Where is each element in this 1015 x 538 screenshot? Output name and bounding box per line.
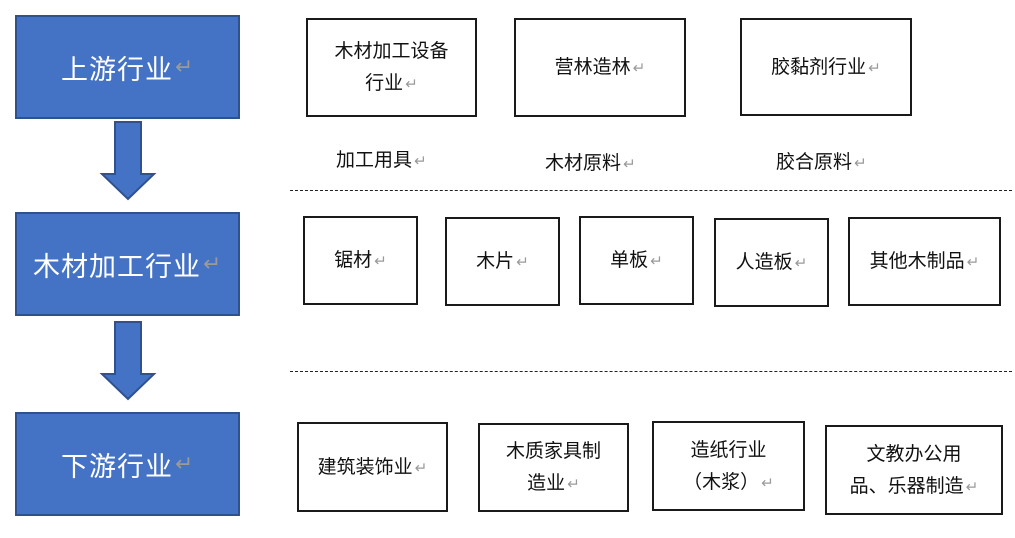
box-text: 其他木制品 — [869, 250, 965, 272]
box-text: 营林造林 — [554, 56, 631, 78]
stage-processing-label: 木材加工行业 — [32, 251, 201, 283]
box-forestry: 营林造林↵ — [514, 18, 686, 117]
label-text: 木材原料 — [545, 152, 622, 174]
box-text: 造业 — [527, 472, 566, 494]
box-wood-processing-equipment: 木材加工设备行业↵ — [306, 18, 477, 117]
box-text: （木浆） — [683, 470, 760, 493]
box-text: 行业 — [365, 72, 404, 94]
box-text: 人造板 — [735, 251, 793, 273]
box-other-wood-products: 其他木制品↵ — [848, 217, 1001, 306]
paragraph-mark: ↵ — [567, 475, 580, 493]
paragraph-mark: ↵ — [516, 253, 529, 271]
paragraph-mark: ↵ — [174, 54, 195, 80]
box-sawn-timber: 锯材↵ — [303, 216, 418, 305]
box-text: 单板 — [610, 249, 649, 271]
label-text: 胶合原料 — [776, 151, 853, 173]
paragraph-mark: ↵ — [414, 152, 427, 170]
paragraph-mark: ↵ — [623, 155, 636, 173]
paragraph-mark: ↵ — [202, 251, 223, 277]
paragraph-mark: ↵ — [854, 154, 867, 172]
box-text: 胶黏剂行业 — [771, 55, 867, 78]
box-text: 木片 — [476, 250, 515, 272]
stage-upstream: 上游行业↵ — [15, 15, 240, 119]
paragraph-mark: ↵ — [414, 458, 428, 477]
box-veneer: 单板↵ — [579, 216, 694, 305]
label-processing-tools: 加工用具↵ — [336, 145, 427, 172]
label-glue-material: 胶合原料↵ — [776, 147, 867, 174]
paragraph-mark: ↵ — [174, 451, 195, 477]
box-paper-making: 造纸行业 （木浆）↵ — [652, 421, 805, 511]
paragraph-mark: ↵ — [761, 473, 774, 492]
box-text: 木材加工设备 — [334, 40, 449, 62]
label-wood-material: 木材原料↵ — [545, 148, 636, 175]
box-text: 品、乐器制造 — [849, 474, 964, 497]
box-text: 文教办公用 — [866, 442, 962, 465]
box-wood-based-panel: 人造板↵ — [714, 218, 829, 307]
divider-2 — [290, 371, 1012, 372]
label-text: 加工用具 — [336, 149, 413, 171]
box-text: 木质家具制 — [505, 440, 601, 462]
down-arrow-1 — [99, 121, 157, 201]
stage-processing: 木材加工行业↵ — [15, 212, 240, 316]
box-building-decoration: 建筑装饰业↵ — [297, 422, 448, 512]
box-adhesive: 胶黏剂行业↵ — [740, 18, 912, 116]
paragraph-mark: ↵ — [650, 252, 663, 270]
box-text: 建筑装饰业 — [317, 455, 413, 478]
paragraph-mark: ↵ — [966, 253, 980, 271]
paragraph-mark: ↵ — [794, 254, 808, 272]
stage-downstream-label: 下游行业 — [60, 451, 173, 483]
paragraph-mark: ↵ — [405, 75, 418, 93]
box-wooden-furniture: 木质家具制造业↵ — [478, 423, 629, 512]
box-stationery-instruments: 文教办公用品、乐器制造↵ — [825, 425, 1003, 515]
box-wood-chips: 木片↵ — [445, 217, 560, 306]
stage-upstream-label: 上游行业 — [60, 54, 173, 86]
stage-downstream: 下游行业↵ — [15, 412, 240, 516]
down-arrow-2 — [99, 321, 157, 401]
paragraph-mark: ↵ — [868, 58, 881, 77]
paragraph-mark: ↵ — [632, 59, 646, 77]
box-text: 锯材 — [334, 249, 373, 271]
box-text: 造纸行业 — [690, 438, 767, 461]
paragraph-mark: ↵ — [965, 477, 979, 496]
paragraph-mark: ↵ — [374, 252, 387, 270]
divider-1 — [290, 190, 1012, 191]
